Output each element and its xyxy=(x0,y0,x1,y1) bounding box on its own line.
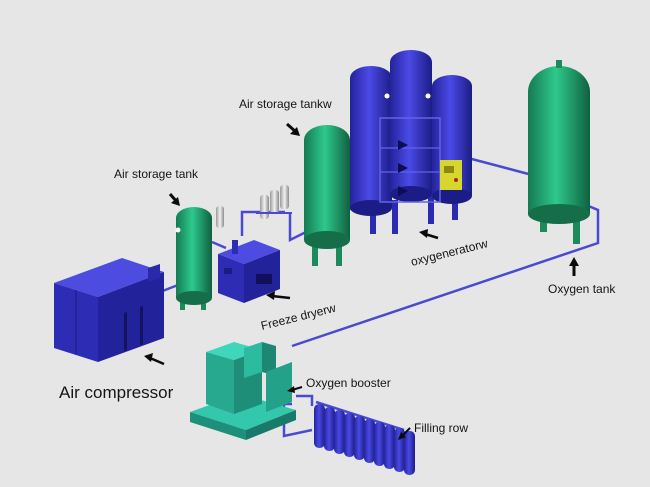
filter-group xyxy=(216,185,292,228)
label-air-compressor: Air compressor xyxy=(59,383,174,402)
cylinder xyxy=(394,428,405,472)
label-oxygen-tank: Oxygen tank xyxy=(548,282,616,296)
cylinder xyxy=(354,416,365,460)
pipe-tank-to-dryer xyxy=(211,240,227,250)
cylinder xyxy=(374,422,385,466)
arrow-icon xyxy=(144,353,165,366)
air-compressor xyxy=(54,258,164,362)
cylinder xyxy=(364,419,375,463)
pipe-booster-to-filling xyxy=(296,394,314,406)
arrow-icon xyxy=(168,193,180,206)
cylinder xyxy=(344,413,355,457)
air-storage-tank-small xyxy=(175,207,212,310)
oxygen-booster xyxy=(190,342,296,440)
pipe-filters-to-tank xyxy=(288,212,307,243)
freeze-dryer xyxy=(218,240,280,303)
arrow-icon xyxy=(286,122,300,136)
cylinder xyxy=(314,404,325,448)
cylinder xyxy=(334,410,345,454)
label-filling-row: Filling row xyxy=(414,421,468,435)
cylinder xyxy=(384,425,395,469)
label-air-storage-tank-large: Air storage tankw xyxy=(239,97,332,111)
oxygen-generator xyxy=(350,50,472,234)
arrow-icon xyxy=(287,386,303,393)
label-oxygen-booster: Oxygen booster xyxy=(306,376,391,390)
pipe-generator-to-oxygen-tank xyxy=(467,156,537,178)
label-freeze-dryer: Freeze dryerw xyxy=(259,301,337,333)
arrow-icon xyxy=(398,427,411,440)
air-storage-tank-large xyxy=(304,125,350,266)
pointer-arrows xyxy=(144,122,579,440)
oxygen-tank xyxy=(528,60,590,244)
cylinder xyxy=(404,431,415,475)
cylinder xyxy=(324,407,335,451)
label-air-storage-tank-small: Air storage tank xyxy=(114,167,199,181)
arrow-icon xyxy=(266,291,291,300)
arrow-icon xyxy=(419,229,439,240)
filling-row xyxy=(314,404,415,475)
pipe-oxygen-tank-to-booster xyxy=(291,203,600,348)
label-oxygen-generator: oxygeneratorw xyxy=(409,236,489,269)
arrow-icon xyxy=(569,257,579,276)
